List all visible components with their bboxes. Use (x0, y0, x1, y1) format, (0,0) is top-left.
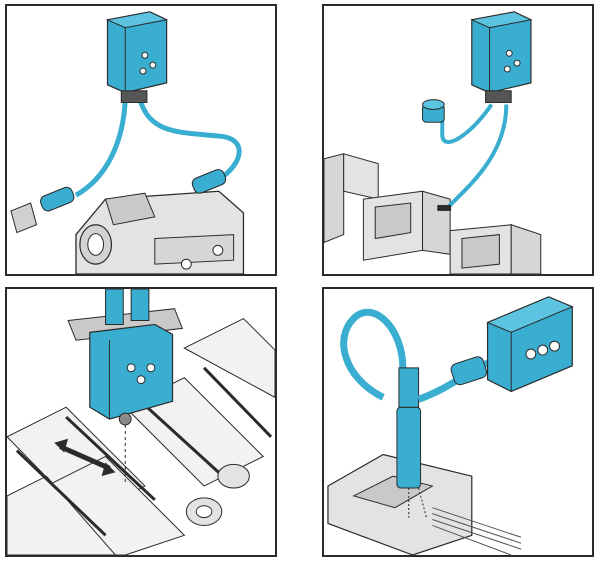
cable-icon (447, 105, 506, 208)
panel-roller-conveyor (5, 287, 277, 557)
panel-4-illustration (324, 289, 592, 555)
probe-left (39, 186, 76, 213)
sensor-housing-icon (108, 12, 167, 103)
panel-looped-cable-connector (322, 287, 594, 557)
sensor-housing-icon (472, 12, 531, 103)
fiber-optic-cable-icon (140, 100, 239, 180)
panel-1-illustration (7, 6, 275, 274)
connector-block-icon (328, 455, 521, 555)
double-arrow-icon (54, 438, 116, 477)
probe-right (191, 168, 228, 195)
fiber-optic-cable-icon (76, 100, 125, 196)
panel-2-illustration (324, 6, 592, 274)
rail-track (324, 154, 541, 274)
reflector-plate-icon (11, 203, 37, 233)
looped-cable-icon (344, 312, 403, 466)
machine-block (76, 191, 244, 274)
panel-sensor-with-probe (322, 4, 594, 276)
small-connector (437, 205, 452, 211)
sensor-housing-icon (488, 297, 573, 392)
beam-line (409, 488, 427, 518)
cable-coupling (450, 355, 489, 386)
panel-fiber-optic-amplifier (5, 4, 277, 276)
sensor-housing-icon (90, 289, 173, 425)
cylindrical-probe-icon (397, 368, 421, 488)
cylindrical-probe-icon (423, 100, 445, 123)
panel-3-illustration (7, 289, 275, 555)
